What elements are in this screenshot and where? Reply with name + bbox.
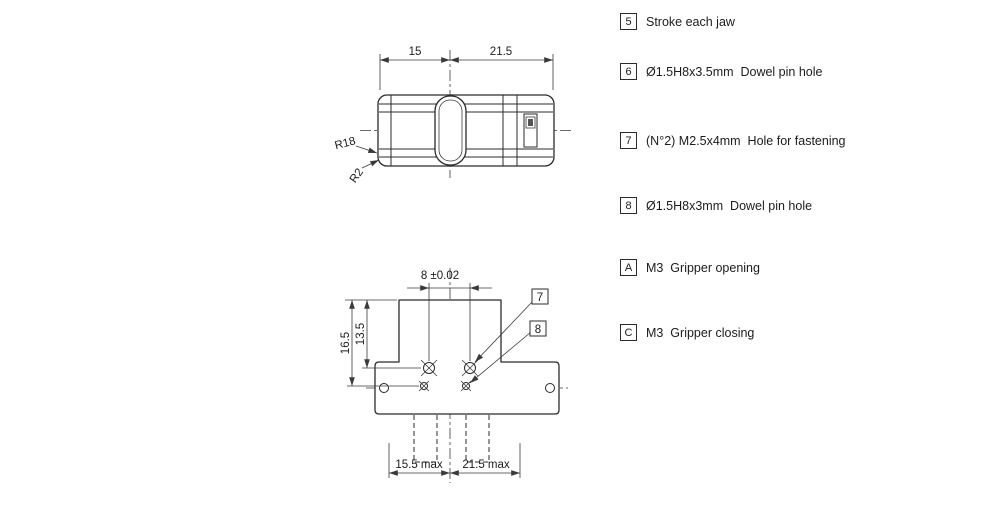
dim-13-5-label: 13.5 bbox=[355, 323, 367, 345]
fastening-holes bbox=[420, 359, 479, 377]
dim-21-5-label: 21.5 bbox=[490, 46, 512, 58]
left-jaw-dashed bbox=[413, 413, 438, 463]
legend-item-fastening: 7 (N°2) M2.5x4mm Hole for fastening bbox=[620, 132, 846, 149]
legend-key-5: 5 bbox=[620, 13, 637, 30]
central-boss bbox=[434, 95, 467, 166]
legend-label-7: (N°2) M2.5x4mm Hole for fastening bbox=[646, 133, 846, 148]
dowel-pin-holes bbox=[418, 380, 472, 392]
sensor-element bbox=[528, 119, 533, 126]
callout-7-label: 7 bbox=[537, 292, 543, 304]
right-side-hole bbox=[545, 383, 555, 393]
dim-16-5-label: 16.5 bbox=[340, 332, 352, 354]
legend-key-a: A bbox=[620, 259, 637, 276]
legend-key-6: 6 bbox=[620, 63, 637, 80]
legend-item-dowel-3-5: 6 Ø1.5H8x3.5mm Dowel pin hole bbox=[620, 63, 822, 80]
legend: 5 Stroke each jaw 6 Ø1.5H8x3.5mm Dowel p… bbox=[620, 0, 995, 529]
legend-item-dowel-3: 8 Ø1.5H8x3mm Dowel pin hole bbox=[620, 197, 812, 214]
gripper-body-front-view bbox=[374, 299, 560, 415]
legend-key-c: C bbox=[620, 324, 637, 341]
radius-r18-label: R18 bbox=[334, 135, 357, 152]
front-view-drawing: 8 ±0.02 16.5 13.5 7 8 bbox=[340, 268, 568, 483]
top-view-drawing: 15 21.5 R18 R2 bbox=[334, 46, 572, 185]
dim-15-label: 15 bbox=[409, 46, 422, 58]
legend-key-8: 8 bbox=[620, 197, 637, 214]
right-jaw-dashed bbox=[465, 413, 490, 463]
callout-8-label: 8 bbox=[535, 324, 541, 336]
legend-label-6: Ø1.5H8x3.5mm Dowel pin hole bbox=[646, 64, 823, 79]
dim-21-5-max-label: 21.5 max bbox=[462, 459, 510, 471]
radius-r2-label: R2 bbox=[348, 166, 366, 185]
legend-item-gripper-opening: A M3 Gripper opening bbox=[620, 259, 760, 276]
legend-label-5: Stroke each jaw bbox=[646, 14, 735, 29]
legend-label-c: M3 Gripper closing bbox=[646, 325, 755, 340]
gripper-drawing: 15 21.5 R18 R2 bbox=[334, 46, 572, 483]
dim-8-tolerance-label: 8 ±0.02 bbox=[421, 270, 459, 282]
legend-label-8: Ø1.5H8x3mm Dowel pin hole bbox=[646, 198, 813, 213]
legend-label-a: M3 Gripper opening bbox=[646, 260, 760, 275]
callout-balloon-8: 8 bbox=[469, 320, 547, 384]
legend-item-stroke: 5 Stroke each jaw bbox=[620, 13, 735, 30]
dim-15-5-max-label: 15.5 max bbox=[395, 459, 443, 471]
left-side-hole bbox=[379, 383, 389, 393]
legend-item-gripper-closing: C M3 Gripper closing bbox=[620, 324, 754, 341]
sensor-slot bbox=[523, 113, 538, 148]
callout-balloon-7: 7 bbox=[474, 288, 549, 363]
legend-key-7: 7 bbox=[620, 132, 637, 149]
